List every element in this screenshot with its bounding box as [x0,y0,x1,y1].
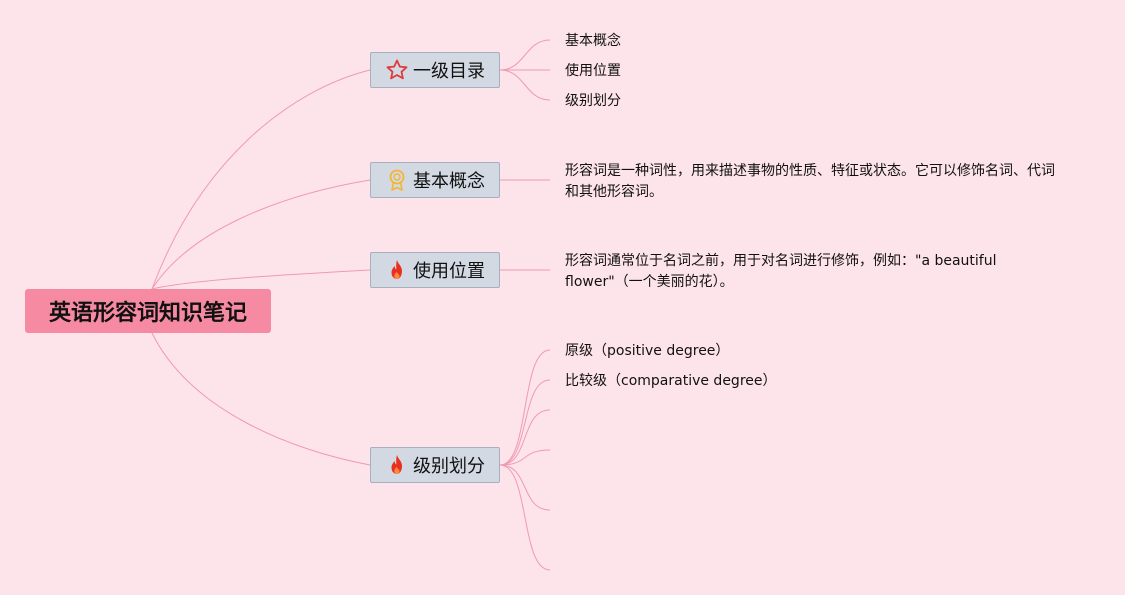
connector-root-topic3 [151,269,371,290]
connector-topic4-child2 [499,379,551,466]
topic-label: 基本概念 [413,171,485,192]
connector-topic4-child3 [499,409,551,466]
topic-usage-position[interactable]: 使用位置 [370,252,500,288]
star-icon [385,58,409,82]
award-ribbon-icon [385,168,409,192]
topic-basic-concept[interactable]: 基本概念 [370,162,500,198]
leaf-item[interactable]: 使用位置 [565,63,621,79]
connector-topic4-child6 [499,464,551,571]
connector-topic1-child1 [499,39,551,71]
root-topic-label: 英语形容词知识笔记 [48,301,247,326]
topic-label: 级别划分 [413,456,485,477]
connector-topic4-child5 [499,464,551,511]
topic-degree-levels[interactable]: 级别划分 [370,447,500,483]
connector-topic4-child4 [499,449,551,466]
fire-icon [385,258,409,282]
connector-topic1-child3 [499,69,551,101]
topic-label: 一级目录 [413,61,485,82]
leaf-item[interactable]: 基本概念 [565,33,621,49]
topic-description[interactable]: 形容词通常位于名词之前，用于对名词进行修饰，例如："a beautiful fl… [565,253,997,290]
topic-toc[interactable]: 一级目录 [370,52,500,88]
leaf-item[interactable]: 原级（positive degree） [565,343,730,359]
connector-root-topic4 [151,332,371,466]
connector-topic4-child1 [499,349,551,466]
leaf-item[interactable]: 级别划分 [565,93,621,109]
topic-description[interactable]: 形容词是一种词性，用来描述事物的性质、特征或状态。它可以修饰名词、代词和其他形容… [565,163,1055,200]
topic-label: 使用位置 [413,261,485,282]
root-topic[interactable]: 英语形容词知识笔记 [25,289,271,333]
connector-root-topic1 [151,69,371,290]
fire-icon [385,453,409,477]
connector-root-topic2 [151,179,371,290]
leaf-item[interactable]: 比较级（comparative degree） [565,373,777,389]
